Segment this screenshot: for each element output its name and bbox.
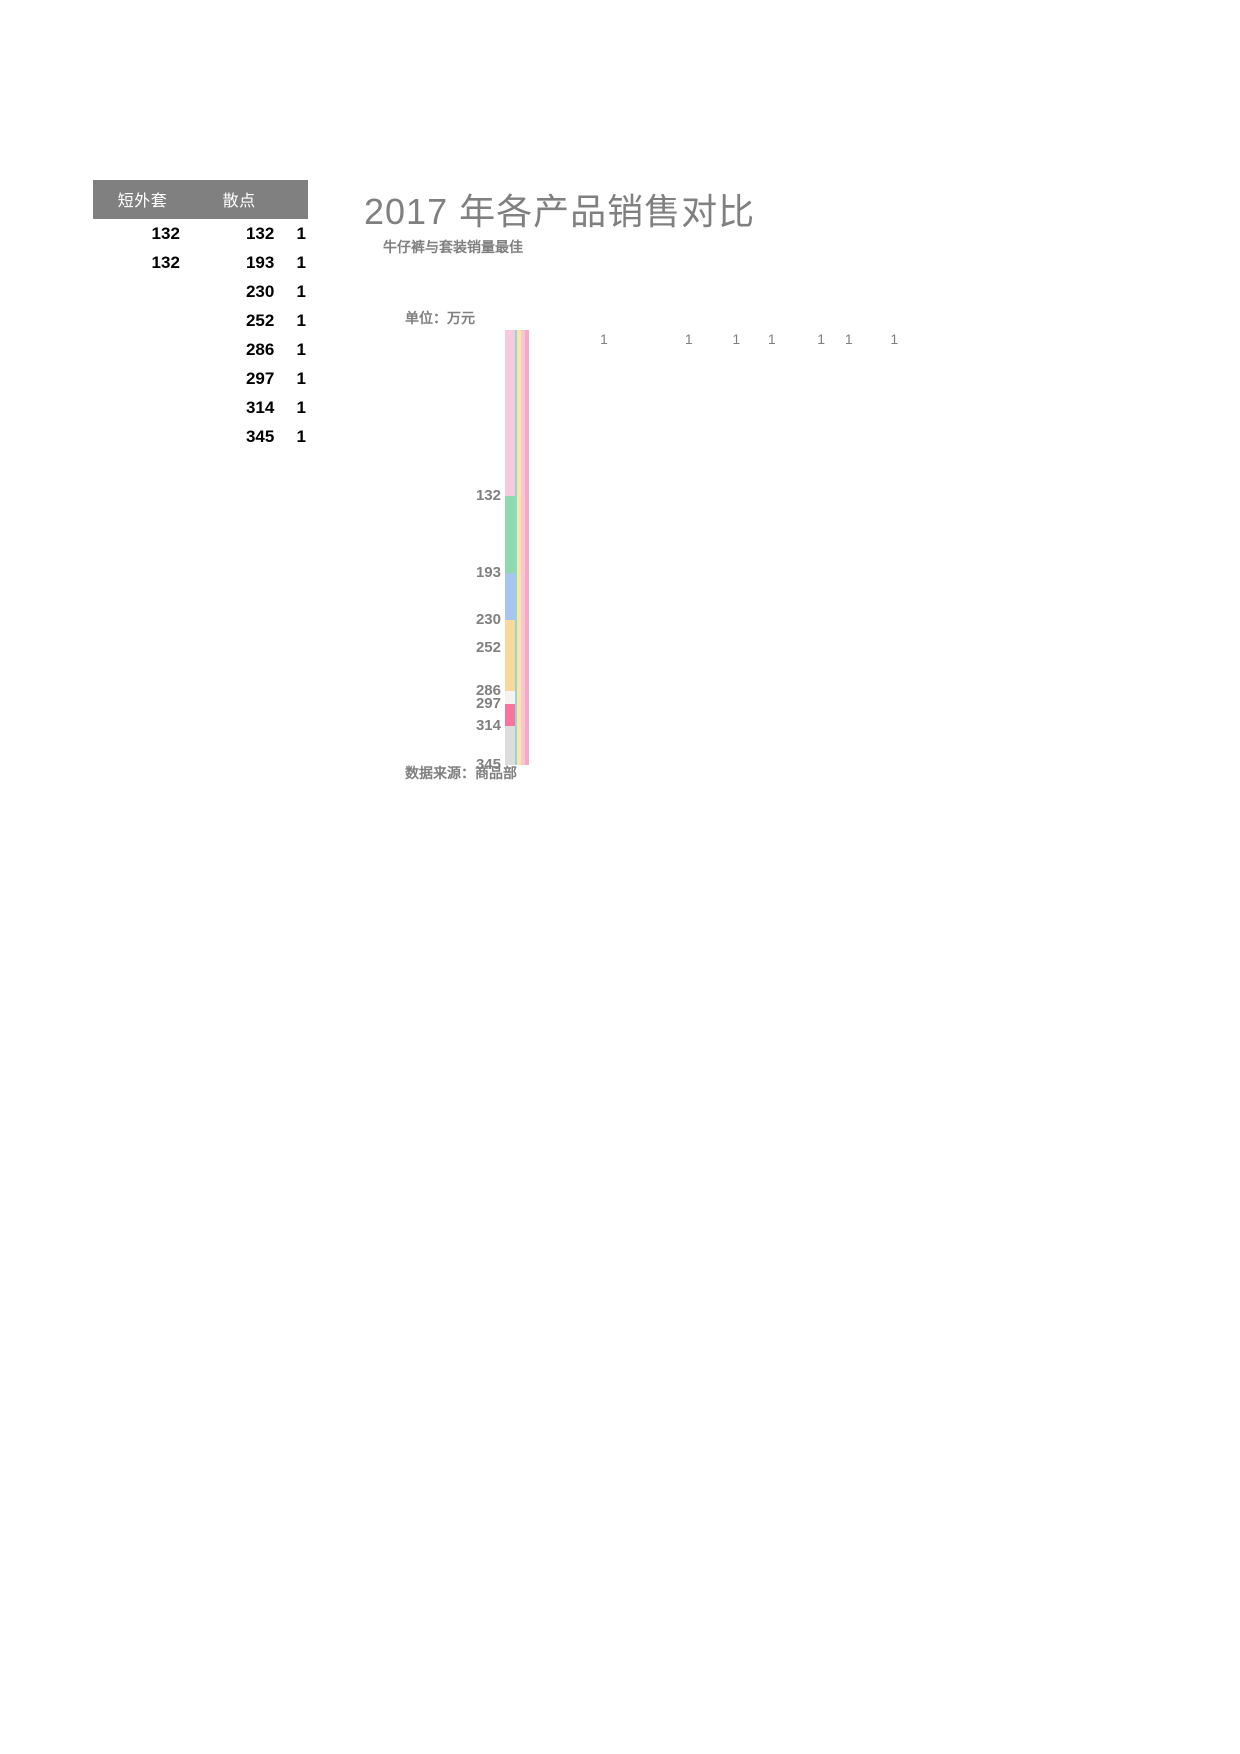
category-axis-label: 314	[475, 716, 501, 734]
category-axis-label: 286	[475, 681, 501, 699]
cell-duanwaitao	[93, 335, 192, 364]
bar-segment	[505, 704, 515, 726]
data-point-label: 1	[600, 331, 608, 347]
table-row: 297 1	[93, 364, 308, 393]
table-row: 286 1	[93, 335, 308, 364]
stacked-bar	[505, 330, 515, 765]
chart-unit-label: 单位：万元	[405, 310, 475, 326]
category-axis-label: 297	[475, 695, 501, 713]
bar-segment	[505, 690, 515, 705]
column-header-duanwaitao: 短外套	[93, 180, 192, 219]
cell-sandian: 286	[245, 340, 275, 359]
table-row: 314 1	[93, 393, 308, 422]
bar-segment	[505, 496, 515, 574]
category-axis-label: 345	[475, 756, 501, 773]
cell-sandian: 193	[245, 253, 275, 272]
chart-title: 2017 年各产品销售对比	[364, 191, 756, 232]
bar-segment	[505, 573, 515, 620]
chart-source-note: 数据来源：商品部	[405, 765, 517, 781]
chart-subtitle: 牛仔裤与套装销量最佳	[383, 239, 523, 255]
cell-sandian: 252	[245, 311, 275, 330]
category-axis-label: 252	[475, 638, 501, 656]
cell-marker: 1	[296, 398, 306, 417]
table-row: 345 1	[93, 422, 308, 451]
cell-duanwaitao	[93, 306, 192, 335]
data-point-labels: 1 1 1 1 1 1 1	[600, 330, 995, 354]
bar-segment	[505, 620, 515, 691]
cell-duanwaitao	[93, 364, 192, 393]
cell-marker: 1	[296, 369, 306, 388]
cell-sandian: 297	[245, 369, 275, 388]
cell-marker: 1	[296, 224, 306, 243]
data-point-label: 1	[817, 331, 826, 347]
data-point-label: 1	[767, 331, 776, 347]
cell-sandian: 230	[245, 282, 275, 301]
column-header-blank	[286, 180, 308, 219]
table-row: 132 193 1	[93, 248, 308, 277]
table-body: 132 132 1 132 193 1 230 1 252 1 286	[93, 219, 308, 451]
bar-segment	[505, 725, 515, 765]
cell-marker: 1	[296, 311, 306, 330]
cell-duanwaitao	[93, 422, 192, 451]
cell-marker: 1	[296, 427, 306, 446]
cell-sandian: 345	[245, 427, 275, 446]
chart-container: 2017 年各产品销售对比 牛仔裤与套装销量最佳 单位：万元 132 193 230…	[355, 175, 995, 795]
category-axis-label: 230	[475, 611, 501, 628]
data-point-label: 1	[844, 331, 853, 347]
category-axis-label: 132	[475, 487, 501, 505]
data-table: 短外套 散点 132 132 1 132 193 1 230 1	[93, 180, 308, 451]
cell-sandian: 132	[245, 224, 275, 243]
bar-stack	[505, 330, 531, 765]
table-row: 132 132 1	[93, 219, 308, 248]
bar-series-column	[525, 330, 529, 765]
cell-duanwaitao	[93, 277, 192, 306]
cell-duanwaitao	[93, 393, 192, 422]
data-point-label: 1	[890, 331, 899, 347]
bar-series-column	[513, 330, 517, 765]
cell-duanwaitao: 132	[151, 253, 180, 272]
category-axis-label: 193	[475, 564, 501, 582]
cell-duanwaitao: 132	[151, 224, 180, 243]
table-row: 252 1	[93, 306, 308, 335]
column-header-sandian: 散点	[191, 180, 287, 219]
data-point-label: 1	[732, 331, 741, 347]
bar-series-column	[517, 330, 521, 765]
table-header: 短外套 散点	[93, 180, 308, 219]
bar-series-column	[521, 330, 525, 765]
cell-sandian: 314	[245, 398, 275, 417]
cell-marker: 1	[296, 340, 306, 359]
cell-marker: 1	[296, 282, 306, 301]
bar-segment	[505, 330, 515, 497]
table-header-row: 短外套 散点	[93, 180, 308, 219]
cell-marker: 1	[296, 253, 306, 272]
source-data-table: 短外套 散点 132 132 1 132 193 1 230 1	[93, 180, 308, 451]
data-point-label: 1	[684, 331, 693, 347]
table-row: 230 1	[93, 277, 308, 306]
